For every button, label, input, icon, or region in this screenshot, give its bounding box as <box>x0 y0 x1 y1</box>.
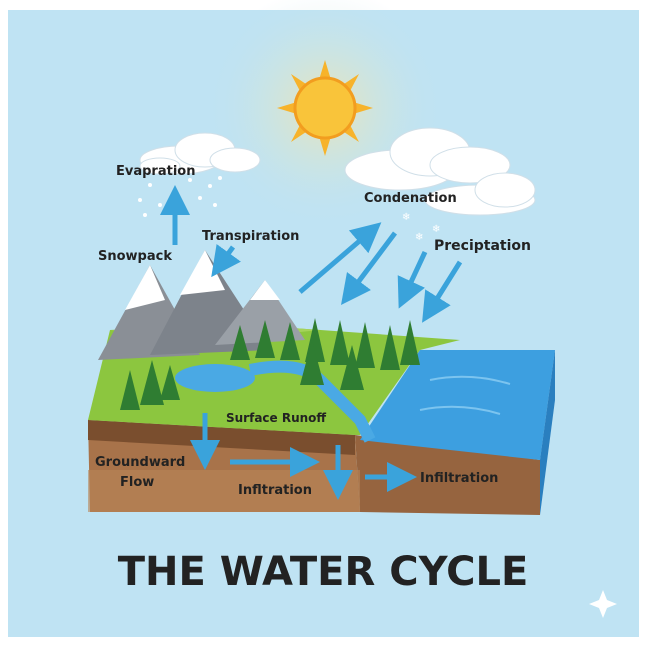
label-transpiration: Transpiration <box>202 229 299 244</box>
sparkle-icon <box>589 590 617 618</box>
svg-text:❄: ❄ <box>432 224 440 235</box>
forest <box>120 318 420 410</box>
condensation-cloud <box>344 127 536 216</box>
snowflake-icon: ❄ ❄ ❄ <box>402 212 440 243</box>
lake <box>175 364 255 392</box>
precipitation-arrow-1 <box>397 250 428 309</box>
condensation-up-arrow-1 <box>298 222 382 294</box>
label-condensation: Condenation <box>364 191 457 206</box>
cycle-arrows <box>160 185 463 500</box>
label-groundwater-line2: Flow <box>120 475 154 490</box>
soil-layer <box>88 420 540 515</box>
label-precipitation: Preciptation <box>434 238 531 254</box>
svg-text:❄: ❄ <box>402 212 410 223</box>
label-groundwater-line1: Groundward <box>95 455 185 470</box>
svg-text:❄: ❄ <box>415 232 423 243</box>
label-evaporation: Evapration <box>116 164 195 179</box>
sun-icon <box>277 60 373 156</box>
label-snowpack: Snowpack <box>98 249 172 264</box>
ocean <box>360 350 555 515</box>
label-surface-runoff: Surface Runoff <box>226 411 326 425</box>
label-infiltration-right: Infiltration <box>420 471 498 486</box>
diagram-title: THE WATER CYCLE <box>118 549 529 595</box>
label-infiltration-left: Infltration <box>238 483 312 498</box>
condensation-down-arrow <box>341 231 397 305</box>
evaporation-cloud <box>139 132 261 175</box>
transpiration-arrow <box>211 244 241 278</box>
precipitation-arrow-2 <box>422 260 463 323</box>
